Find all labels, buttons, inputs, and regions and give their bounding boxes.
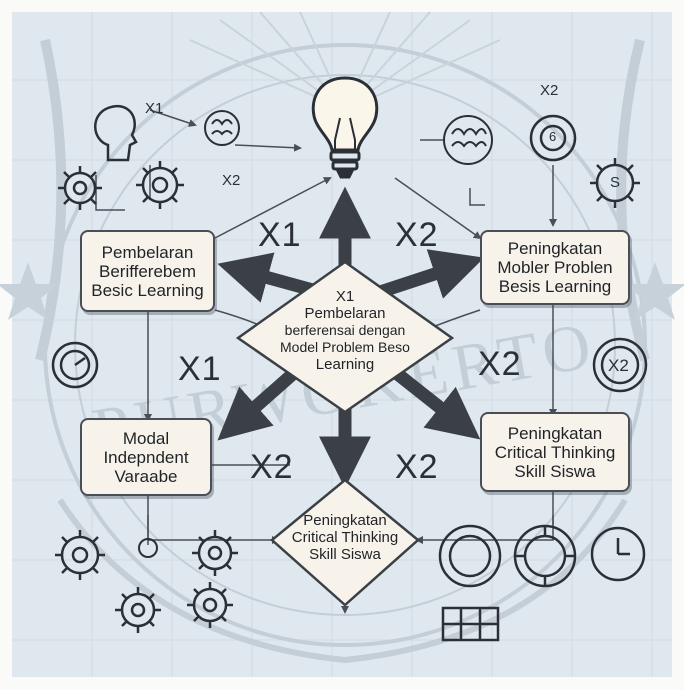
box-top-right-line-3: Besis Learning [498, 277, 612, 296]
brain-icon-right [443, 115, 493, 165]
gear-label-s: S [610, 174, 621, 191]
box-top-right-line-1: Peningkatan [507, 239, 603, 258]
circle-label-x2: X2 [608, 356, 629, 375]
small-label-x1: X1 [145, 100, 164, 117]
center-line-5: Learning [315, 356, 375, 373]
clock-icon [51, 341, 99, 389]
bottom-diamond-text: Peningkatan Critical Thinking Skill Sisw… [282, 512, 408, 563]
box-top-left-line-2: Berifferebem [98, 261, 196, 281]
grid-table-icon [441, 606, 500, 642]
small-label-x2-left: X2 [222, 172, 241, 189]
box-mid-right: Peningkatan Critical Thinking Skill Sisw… [480, 412, 630, 492]
box-top-left-line-3: Besic Learning [91, 280, 204, 300]
center-diamond-text: X1 Pembelaran berferensai dengan Model P… [262, 288, 428, 373]
center-line-2: Pembelaran [304, 305, 386, 322]
label-x2-upper-right: X2 [395, 216, 439, 254]
box-mid-right-line-1: Peningkatan [507, 423, 603, 443]
bottom-line-1: Peningkatan [303, 512, 387, 529]
gear-icon [55, 530, 105, 580]
box-top-left-line-1: Pembelaran [101, 242, 194, 262]
gear-icon [58, 166, 102, 210]
box-mid-left-line-2: Indepndent [103, 447, 189, 467]
clock-icon [438, 524, 502, 588]
circle-icon [529, 114, 577, 162]
label-x2-lower-left: X2 [250, 448, 294, 486]
head-profile-icon [94, 105, 138, 162]
center-line-3: berferensai dengan [284, 322, 406, 338]
label-x2-right-mid: X2 [478, 345, 522, 383]
box-mid-left-line-3: Varaabe [114, 466, 178, 486]
small-label-x2-right: X2 [540, 82, 559, 99]
box-mid-right-line-3: Skill Siswa [514, 461, 596, 481]
box-top-left: Pembelaran Berifferebem Besic Learning [80, 230, 215, 312]
clock-icon [590, 526, 646, 582]
gear-icon [136, 161, 184, 209]
clock-icon [513, 524, 577, 588]
label-x1-upper-left: X1 [258, 216, 302, 254]
ring-icon [138, 538, 158, 558]
circle-label-6: 6 [549, 129, 557, 144]
box-mid-left-line-1: Modal [122, 428, 170, 448]
box-top-right: Peningkatan Mobler Problen Besis Learnin… [480, 230, 630, 305]
gear-icon [590, 158, 640, 208]
box-mid-left: Modal Indepndent Varaabe [80, 418, 212, 496]
brain-icon [204, 110, 240, 146]
gear-icon [192, 530, 238, 576]
clock-icon [592, 337, 648, 393]
gear-icon [115, 587, 161, 633]
label-x1-left-mid: X1 [178, 350, 222, 388]
bottom-line-2: Critical Thinking [291, 529, 399, 546]
arrow-upper-right [377, 249, 485, 299]
center-line-4: Model Problem Beso [280, 339, 410, 355]
gear-icon [187, 582, 233, 628]
center-line-1: X1 [335, 288, 355, 305]
arrow-lower-left [217, 367, 300, 441]
box-top-right-line-2: Mobler Problen [497, 258, 613, 277]
center-diamond [235, 260, 455, 414]
bottom-line-3: Skill Siswa [309, 546, 381, 563]
arrow-lower-right [390, 366, 481, 440]
lightbulb-icon [311, 76, 379, 179]
box-mid-right-line-2: Critical Thinking [494, 442, 616, 462]
watermark-stars [0, 262, 684, 320]
label-x2-lower-right: X2 [395, 448, 439, 486]
